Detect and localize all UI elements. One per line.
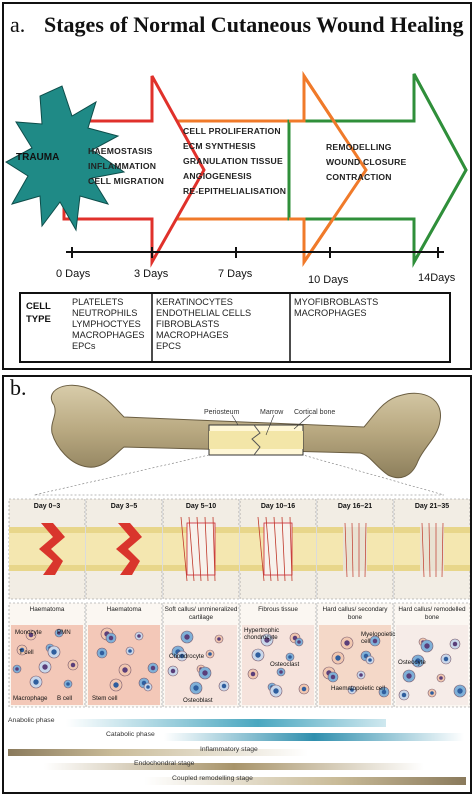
catabolic-phase-bar	[164, 733, 464, 741]
wound-healing-arrows	[5, 71, 468, 363]
stage3-item: CONTRACTION	[326, 172, 392, 182]
tissue-label: Fibrous tissue	[258, 606, 298, 613]
bone-healing-illustration	[8, 384, 470, 785]
stage3-list: REMODELLING WOUND CLOSURE CONTRACTION	[326, 140, 406, 185]
cortical-bone-label: Cortical bone	[294, 409, 336, 416]
tissue-label: Haematoma	[29, 606, 65, 613]
day-tab-label: Day 0–3	[33, 503, 61, 510]
stage2-item: ANGIOGENESIS	[183, 171, 252, 181]
stage1-item: INFLAMMATION	[88, 161, 157, 171]
tissue-panel	[8, 602, 86, 708]
tissue-panel	[393, 602, 470, 708]
tissue-panel	[239, 602, 317, 708]
day-panel	[239, 498, 317, 600]
cell-label: PMN	[57, 629, 71, 636]
stage1-item: HAEMOSTASIS	[88, 146, 153, 156]
cell-label: Osteoblast	[183, 697, 213, 704]
anabolic-phase-label: Anabolic phase	[8, 717, 55, 724]
cell-item: MACROPHAGES	[156, 330, 229, 340]
cell-item: FIBROBLASTS	[156, 319, 220, 329]
tissue-panel	[162, 602, 240, 708]
cell-type-header-line: CELL	[26, 301, 51, 312]
day-panel	[8, 498, 86, 600]
marrow-label: Marrow	[260, 409, 284, 416]
cell-label: Monocyte	[15, 629, 42, 636]
cell-item: EPCS	[156, 341, 182, 351]
day-tab-label: Day 3–5	[110, 503, 138, 510]
cell-label: Osteoclast	[270, 661, 300, 668]
tissue-label: Soft callus/ unmineralized cartilage	[164, 606, 238, 621]
cell-item: MACROPHAGES	[72, 330, 145, 340]
cell-item: MACROPHAGES	[294, 308, 367, 318]
day-panel	[393, 498, 470, 600]
cell-label: B cell	[57, 695, 73, 702]
cell-label: Chondrocyte	[169, 653, 205, 660]
cell-item: ENDOTHELIAL CELLS	[156, 308, 252, 318]
tissue-label: Hard callus/ remodelled bone	[398, 606, 466, 621]
tissue-panel	[316, 602, 394, 708]
day-label: 14Days	[418, 272, 456, 284]
day-label: 3 Days	[134, 268, 169, 280]
cell-type-table	[19, 292, 451, 363]
cell-item: LYMPHOCTYES	[72, 319, 141, 329]
panel-b-label: b.	[10, 375, 27, 400]
endochondral-stage-bar	[44, 763, 424, 770]
cell-label: T cell	[19, 649, 34, 656]
inflammatory-stage-bar	[8, 749, 308, 756]
anabolic-phase-bar	[66, 719, 386, 727]
periosteum-label: Periosteum	[204, 409, 240, 416]
cell-col-3: MYOFIBROBLASTS MACROPHAGES	[294, 297, 378, 319]
cell-item: PLATELETS	[72, 297, 124, 307]
trauma-label: TRAUMA	[16, 152, 60, 163]
cell-label: Macrophage	[13, 695, 48, 702]
bone-illustration	[33, 384, 445, 496]
cell-col-2: KERATINOCYTES ENDOTHELIAL CELLS FIBROBLA…	[156, 297, 251, 352]
cell-label: Osteocyte	[398, 659, 426, 666]
coupled-remodelling-label: Coupled remodelling stage	[172, 775, 253, 782]
stage2-list: CELL PROLIFERATION ECM SYNTHESIS GRANULA…	[183, 124, 286, 199]
cell-col-1: PLATELETS NEUTROPHILS LYMPHOCTYES MACROP…	[72, 297, 145, 352]
day-panel	[316, 498, 394, 600]
cell-item: MYOFIBROBLASTS	[294, 297, 379, 307]
cell-label: Hypertrophic chondrocyte	[244, 627, 280, 641]
cell-label: Haematopoietic cell	[331, 685, 385, 692]
cell-label: Myelopoietic cell	[361, 631, 396, 645]
day-tab-label: Day 10–16	[260, 503, 296, 510]
cell-label: Stem cell	[92, 695, 118, 702]
day-panel	[162, 498, 240, 600]
day-label: 7 Days	[218, 268, 253, 280]
stage2-item: GRANULATION TISSUE	[183, 156, 283, 166]
stage3-item: WOUND CLOSURE	[326, 157, 407, 167]
day-label: 10 Days	[308, 274, 349, 286]
panel-a-title: Stages of Normal Cutaneous Wound Healing	[44, 12, 464, 37]
day-tab-label: Day 16–21	[337, 503, 373, 510]
inflammation-arrow	[62, 75, 206, 268]
cell-type-header: CELL TYPE	[26, 300, 51, 326]
cell-type-header-line: TYPE	[26, 314, 51, 325]
cell-item: KERATINOCYTES	[156, 297, 233, 307]
inflammatory-stage-label: Inflammatory stage	[200, 746, 258, 753]
day-panel	[85, 498, 163, 600]
stage1-list: HAEMOSTASIS INFLAMMATION CELL MIGRATION	[88, 144, 164, 189]
tissue-label: Hard callus/ secondary bone	[322, 606, 388, 621]
panel-a-wound-healing: a. Stages of Normal Cutaneous Wound Heal…	[2, 2, 472, 370]
panel-b-bone-healing: b.	[2, 375, 472, 794]
day-tab-label: Day 21–35	[414, 503, 450, 510]
stage3-item: REMODELLING	[326, 142, 392, 152]
catabolic-phase-label: Catabolic phase	[106, 731, 155, 738]
endochondral-stage-label: Endochondral stage	[134, 760, 195, 767]
day-tab-label: Day 5–10	[185, 503, 217, 510]
tissue-label: Haematoma	[106, 606, 142, 613]
cell-item: EPCs	[72, 341, 96, 351]
day-label: 0 Days	[56, 268, 91, 280]
stage2-item: RE-EPITHELIALISATION	[183, 186, 287, 196]
stage1-item: CELL MIGRATION	[88, 176, 165, 186]
tissue-panel	[85, 602, 163, 708]
panel-a-label: a.	[10, 12, 26, 37]
trauma-burst	[5, 85, 126, 232]
stage2-item: ECM SYNTHESIS	[183, 141, 256, 151]
cell-item: NEUTROPHILS	[72, 308, 138, 318]
stage2-item: CELL PROLIFERATION	[183, 126, 281, 136]
coupled-remodelling-bar	[144, 777, 466, 785]
